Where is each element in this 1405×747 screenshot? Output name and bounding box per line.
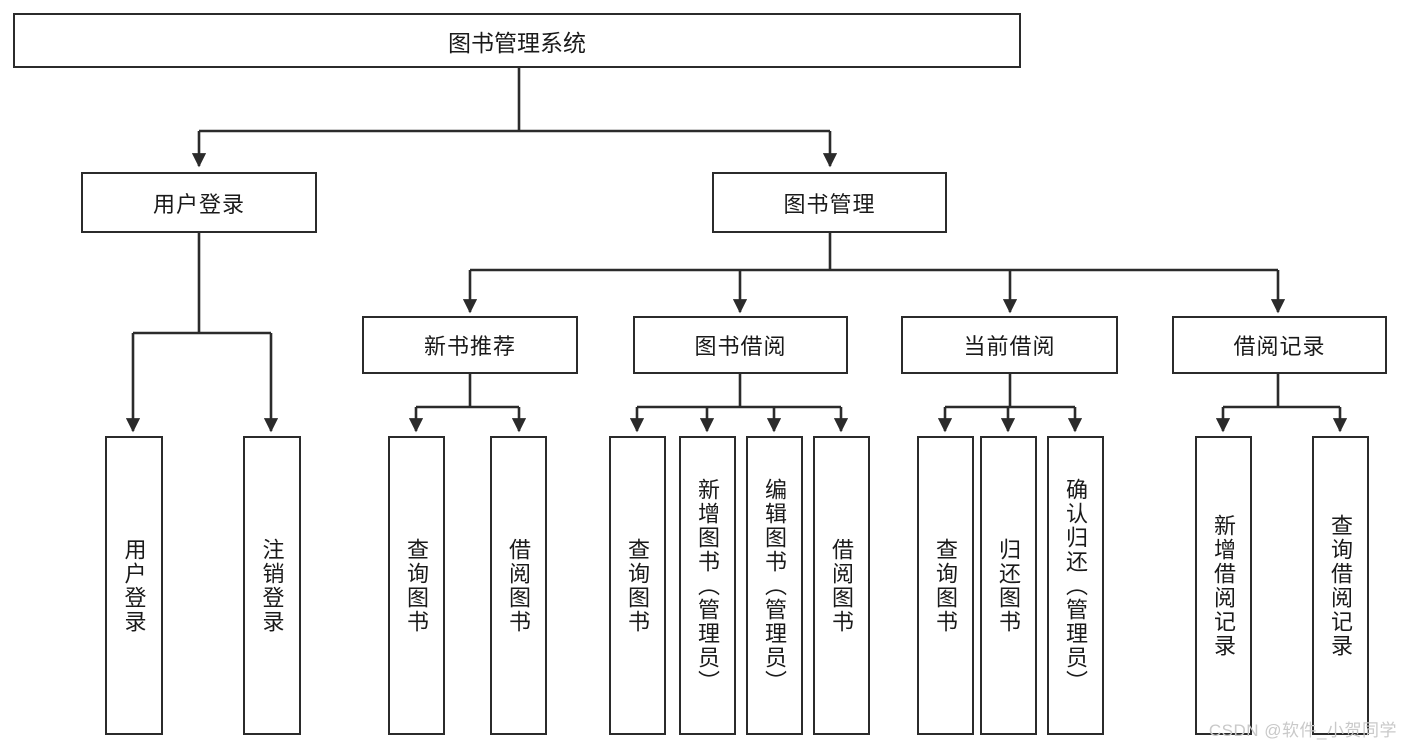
node-label: 用户登录	[152, 191, 245, 217]
node-current-borrow[interactable]: 当前借阅	[901, 316, 1118, 374]
watermark: CSDN @软件_小贺同学	[1208, 721, 1397, 740]
leaf-borrow-edit-book-admin[interactable]: 编辑图书（管理员）	[746, 436, 803, 735]
node-borrow-record[interactable]: 借阅记录	[1172, 316, 1387, 374]
leaf-record-query-record[interactable]: 查询借阅记录	[1312, 436, 1369, 735]
node-label: 查询图书	[933, 537, 959, 634]
node-label: 图书管理	[783, 191, 876, 217]
node-label: 查询图书	[625, 537, 651, 634]
node-label: 新增借阅记录	[1211, 513, 1237, 658]
node-label: 新增图书（管理员）	[695, 477, 721, 694]
node-label: 图书借阅	[694, 334, 787, 359]
node-label: 借阅图书	[506, 537, 532, 634]
leaf-current-return-book[interactable]: 归还图书	[980, 436, 1037, 735]
leaf-borrow-add-book-admin[interactable]: 新增图书（管理员）	[679, 436, 736, 735]
leaf-borrow-query-book[interactable]: 查询图书	[609, 436, 666, 735]
leaf-user-login-signout[interactable]: 注销登录	[243, 436, 301, 735]
leaf-recommend-query-book[interactable]: 查询图书	[388, 436, 445, 735]
node-label: 当前借阅	[963, 334, 1056, 359]
node-label: 编辑图书（管理员）	[762, 477, 788, 694]
node-label: 用户登录	[121, 537, 147, 634]
node-label: 注销登录	[259, 537, 285, 634]
node-label: 借阅记录	[1233, 334, 1326, 359]
node-label: 借阅图书	[829, 537, 855, 634]
node-label: 图书管理系统	[448, 29, 586, 56]
leaf-current-query-book[interactable]: 查询图书	[917, 436, 974, 735]
node-label: 查询借阅记录	[1328, 513, 1354, 658]
node-label: 确认归还（管理员）	[1063, 477, 1089, 694]
leaf-user-login-signin[interactable]: 用户登录	[105, 436, 163, 735]
node-label: 归还图书	[996, 537, 1022, 634]
node-new-book-recommend[interactable]: 新书推荐	[362, 316, 578, 374]
leaf-record-add-record[interactable]: 新增借阅记录	[1195, 436, 1252, 735]
leaf-current-confirm-return-admin[interactable]: 确认归还（管理员）	[1047, 436, 1104, 735]
node-user-login[interactable]: 用户登录	[81, 172, 317, 233]
node-label: 新书推荐	[423, 334, 516, 359]
leaf-recommend-borrow-book[interactable]: 借阅图书	[490, 436, 547, 735]
leaf-borrow-borrow-book[interactable]: 借阅图书	[813, 436, 870, 735]
node-root-system[interactable]: 图书管理系统	[13, 13, 1021, 68]
node-book-borrow[interactable]: 图书借阅	[633, 316, 848, 374]
node-book-management[interactable]: 图书管理	[712, 172, 947, 233]
node-label: 查询图书	[404, 537, 430, 634]
